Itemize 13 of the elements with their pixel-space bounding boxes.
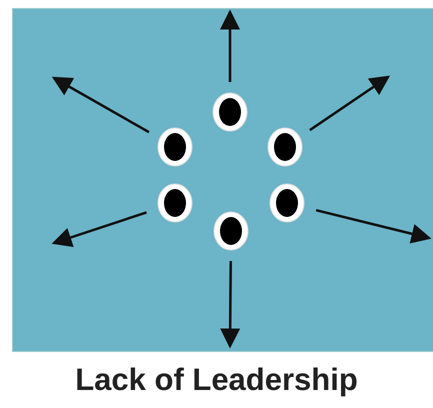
arrow <box>316 208 432 244</box>
arrow <box>52 76 150 134</box>
arrow <box>220 10 240 82</box>
dot-node <box>266 126 304 168</box>
dot-node <box>212 210 250 252</box>
arrow <box>309 76 390 132</box>
arrow <box>220 260 240 348</box>
dot-node <box>156 182 194 224</box>
dot-node <box>156 126 194 168</box>
arrow <box>52 211 147 247</box>
dot-node <box>211 91 249 133</box>
dot-node <box>268 182 306 224</box>
caption: Lack of Leadership <box>75 362 358 398</box>
